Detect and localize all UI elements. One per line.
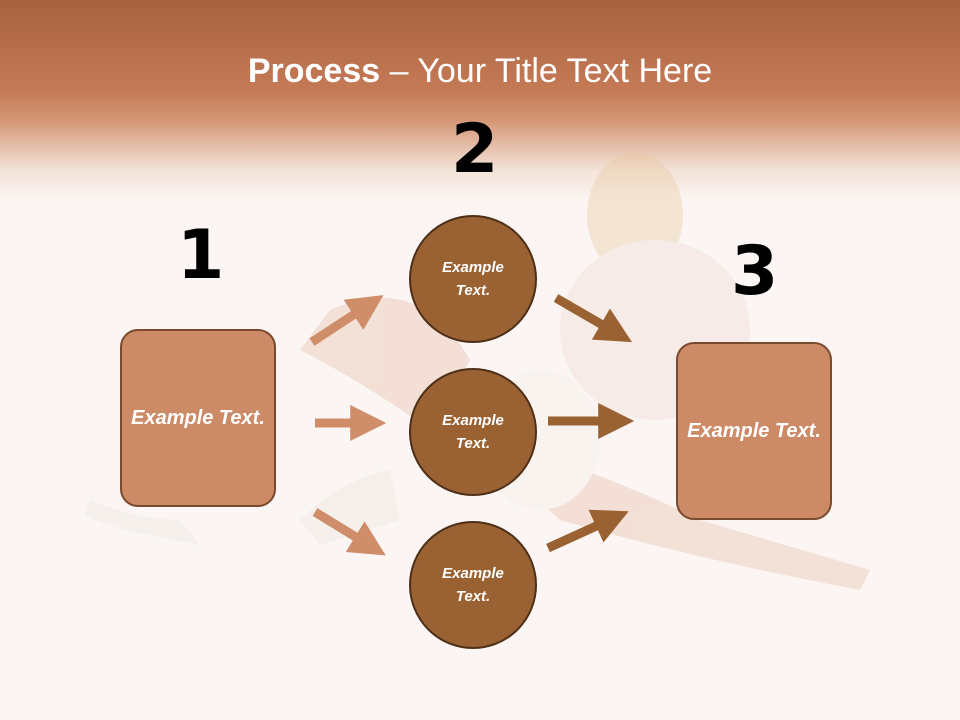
header-band bbox=[0, 0, 960, 200]
page-title: Process – Your Title Text Here bbox=[0, 52, 960, 91]
step-number-2: 2 bbox=[451, 110, 499, 189]
circle-top-text: Example Text. bbox=[442, 259, 504, 299]
arrow-left-top bbox=[309, 295, 384, 346]
title-rest: Your Title Text Here bbox=[417, 52, 713, 90]
title-separator: – bbox=[380, 52, 418, 90]
step-number-1: 1 bbox=[177, 216, 225, 295]
step-2-circle-bottom[interactable]: Example Text. bbox=[409, 521, 537, 649]
arrow-left-bottom bbox=[312, 508, 386, 556]
step-1-box[interactable]: Example Text. bbox=[120, 329, 276, 507]
arrow-right-top bbox=[553, 294, 633, 343]
circle-middle-text: Example Text. bbox=[442, 412, 504, 452]
step-3-text: Example Text. bbox=[687, 419, 821, 442]
circle-bottom-text: Example Text. bbox=[442, 565, 504, 605]
step-2-circle-top[interactable]: Example Text. bbox=[409, 215, 537, 343]
step-number-3: 3 bbox=[731, 232, 779, 311]
step-3-box[interactable]: Example Text. bbox=[676, 342, 832, 520]
arrow-right-bottom bbox=[546, 509, 629, 553]
title-bold: Process bbox=[247, 52, 381, 90]
step-1-text: Example Text. bbox=[131, 406, 265, 429]
step-2-circle-middle[interactable]: Example Text. bbox=[409, 368, 537, 496]
